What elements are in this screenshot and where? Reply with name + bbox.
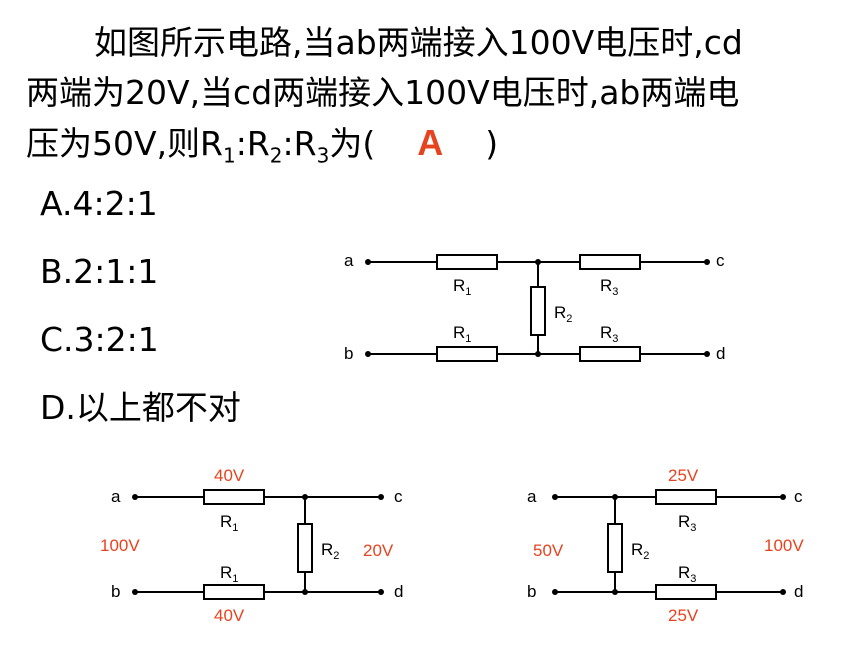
terminal-dot	[552, 494, 558, 500]
answer-letter: A	[417, 122, 444, 163]
option-c: C.3:2:1	[40, 320, 159, 359]
left-circuit-nodes	[132, 494, 384, 595]
resistor-r2	[297, 523, 313, 573]
resistor-r1-top	[203, 489, 265, 505]
terminal-dot	[780, 589, 786, 595]
terminal-label-d: d	[794, 582, 803, 601]
junction-dot	[535, 351, 541, 357]
right-circuit-labels: a b c d R3 R3 R2	[527, 487, 803, 601]
left-circuit-labels: a b c d R1 R1 R2	[111, 487, 403, 601]
resistor-r1-bottom	[203, 584, 265, 600]
main-circuit-nodes	[365, 259, 710, 357]
question-line-2: 两端为20V,当cd两端接入100V电压时,ab两端电	[26, 73, 740, 112]
label-r3-bottom: R3	[678, 563, 696, 585]
label-r2: R2	[321, 540, 339, 562]
terminal-dot	[132, 589, 138, 595]
label-r3-top: R3	[678, 512, 696, 534]
voltage-r1-top: 40V	[214, 466, 245, 485]
question-text: 如图所示电路,当ab两端接入100V电压时,cd 两端为20V,当cd两端接入1…	[26, 18, 846, 181]
terminal-dot	[132, 494, 138, 500]
voltage-output: 20V	[363, 541, 394, 560]
main-circuit	[368, 254, 707, 362]
junction-dot	[612, 494, 618, 500]
label-r1-top: R1	[220, 512, 238, 534]
resistor-r3-bottom	[579, 346, 641, 362]
resistor-r3-top	[655, 489, 717, 505]
terminal-label-a: a	[527, 487, 537, 506]
voltage-output: 50V	[533, 541, 564, 560]
question-line-1: 如图所示电路,当ab两端接入100V电压时,cd	[94, 23, 743, 62]
voltage-input: 100V	[100, 536, 140, 555]
resistor-r1-bottom	[436, 346, 498, 362]
terminal-dot	[365, 259, 371, 265]
option-d: D.以上都不对	[40, 388, 241, 427]
terminal-dot	[365, 351, 371, 357]
label-r2: R2	[631, 540, 649, 562]
label-r1-top: R1	[453, 276, 471, 298]
label-r3-top: R3	[600, 276, 618, 298]
resistor-r3-top	[579, 254, 641, 270]
resistor-r1-top	[436, 254, 498, 270]
resistor-r3-bottom	[655, 584, 717, 600]
terminal-label-b: b	[527, 582, 536, 601]
terminal-dot	[552, 589, 558, 595]
terminal-label-a: a	[344, 251, 354, 270]
terminal-dot	[378, 589, 384, 595]
main-circuit-labels: a b c d R1 R1 R3 R3 R2	[344, 251, 725, 363]
question-line-3: 压为50V,则R1:R2:R3为(A)	[26, 122, 499, 168]
resistor-r2	[607, 523, 623, 573]
label-r1-bottom: R1	[220, 563, 238, 585]
terminal-dot	[780, 494, 786, 500]
voltage-input: 100V	[764, 536, 804, 555]
terminal-dot	[704, 351, 710, 357]
terminal-label-a: a	[111, 487, 121, 506]
option-b: B.2:1:1	[40, 252, 159, 291]
left-circuit-voltages: 40V 40V 100V 20V	[100, 466, 394, 625]
terminal-label-b: b	[111, 582, 120, 601]
junction-dot	[302, 589, 308, 595]
voltage-r1-bottom: 40V	[214, 606, 245, 625]
terminal-label-c: c	[394, 487, 403, 506]
terminal-dot	[378, 494, 384, 500]
junction-dot	[535, 259, 541, 265]
terminal-label-d: d	[716, 344, 725, 363]
left-circuit	[135, 489, 381, 600]
resistor-r2	[530, 286, 546, 336]
label-r1-bottom: R1	[453, 323, 471, 345]
junction-dot	[612, 589, 618, 595]
terminal-label-c: c	[716, 251, 725, 270]
terminal-dot	[704, 259, 710, 265]
voltage-r3-bottom: 25V	[668, 606, 699, 625]
option-a: A.4:2:1	[40, 184, 158, 223]
junction-dot	[302, 494, 308, 500]
terminal-label-d: d	[394, 582, 403, 601]
right-circuit-nodes	[552, 494, 786, 595]
right-circuit	[555, 489, 783, 600]
terminal-label-c: c	[794, 487, 803, 506]
label-r2: R2	[554, 303, 572, 325]
label-r3-bottom: R3	[600, 323, 618, 345]
right-circuit-voltages: 25V 25V 100V 50V	[533, 466, 804, 625]
voltage-r3-top: 25V	[668, 466, 699, 485]
terminal-label-b: b	[344, 344, 353, 363]
